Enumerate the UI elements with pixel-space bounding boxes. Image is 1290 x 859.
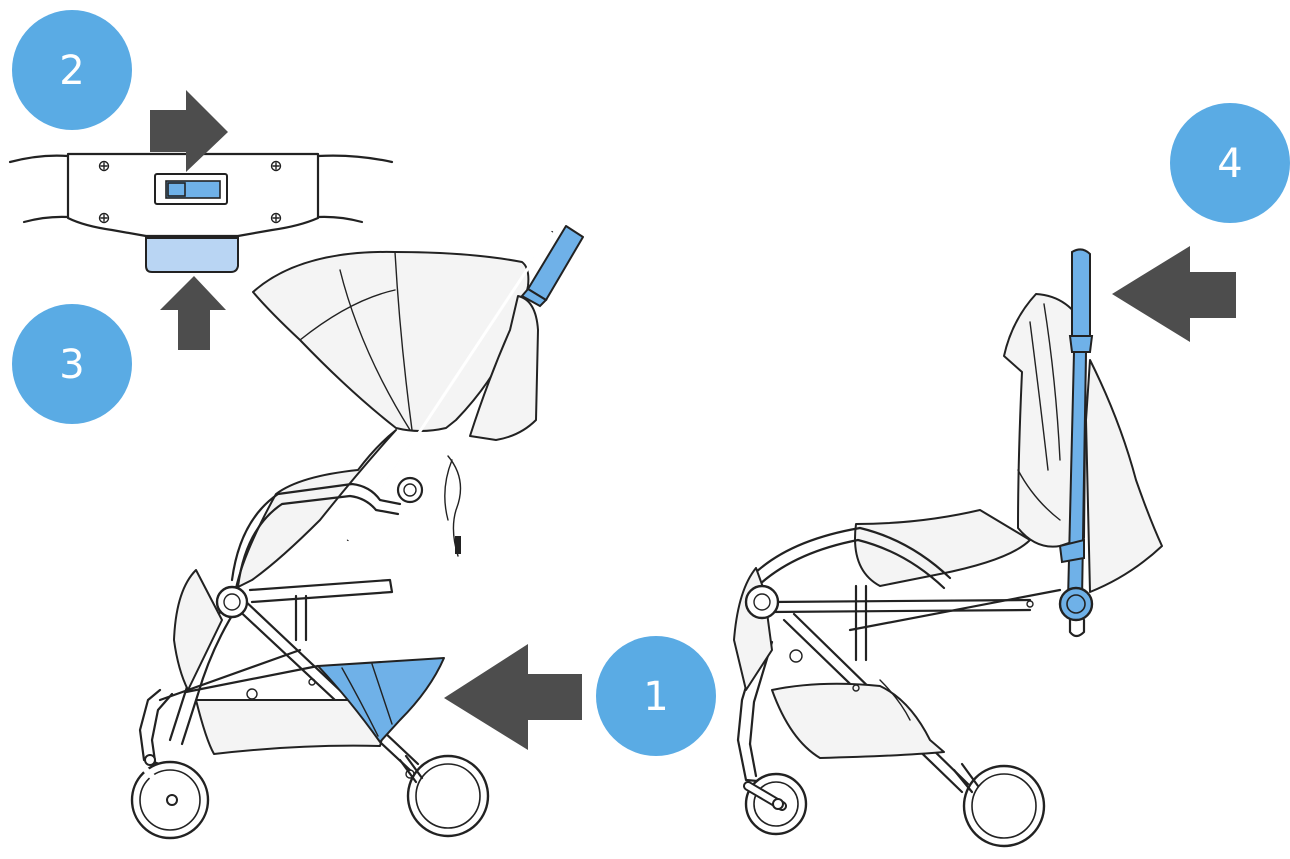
step-label-2: 2 <box>59 48 84 94</box>
basket-folded <box>772 684 944 758</box>
handlebar-detail <box>10 154 392 272</box>
step-badge-4: 4 <box>1170 103 1290 223</box>
stroller-folding <box>734 249 1162 846</box>
step-label-3: 3 <box>59 342 84 388</box>
main-hinge-folded <box>746 586 778 618</box>
arrow-step-3 <box>160 276 226 350</box>
handle-slide-lock <box>155 174 227 204</box>
drawstring-toggle <box>455 536 461 554</box>
arrow-step-4 <box>1112 246 1236 342</box>
step-badge-1: 1 <box>596 636 716 756</box>
handlebar-left-bottom <box>24 217 68 222</box>
step-badge-2: 2 <box>12 10 132 130</box>
upper-hinge <box>398 478 422 502</box>
arrow-step-1 <box>444 644 582 750</box>
handle-release-button <box>146 238 238 272</box>
handlebar-right-bottom <box>318 217 362 222</box>
wrist-strap-ring <box>1070 620 1084 636</box>
rear-wheel <box>408 756 488 836</box>
handlebar-left-top <box>10 156 68 162</box>
step-label-1: 1 <box>643 674 668 720</box>
back-fabric <box>1086 360 1162 592</box>
front-fabric <box>174 570 222 690</box>
step-label-4: 4 <box>1217 141 1242 187</box>
folding-handle <box>1072 249 1090 336</box>
handle-grip <box>528 226 583 300</box>
handle-hinge <box>1060 588 1092 620</box>
step-badge-3: 3 <box>12 304 132 424</box>
main-hinge <box>217 587 247 617</box>
handlebar-right-top <box>318 156 392 162</box>
rear-wheel-folded <box>964 766 1044 846</box>
